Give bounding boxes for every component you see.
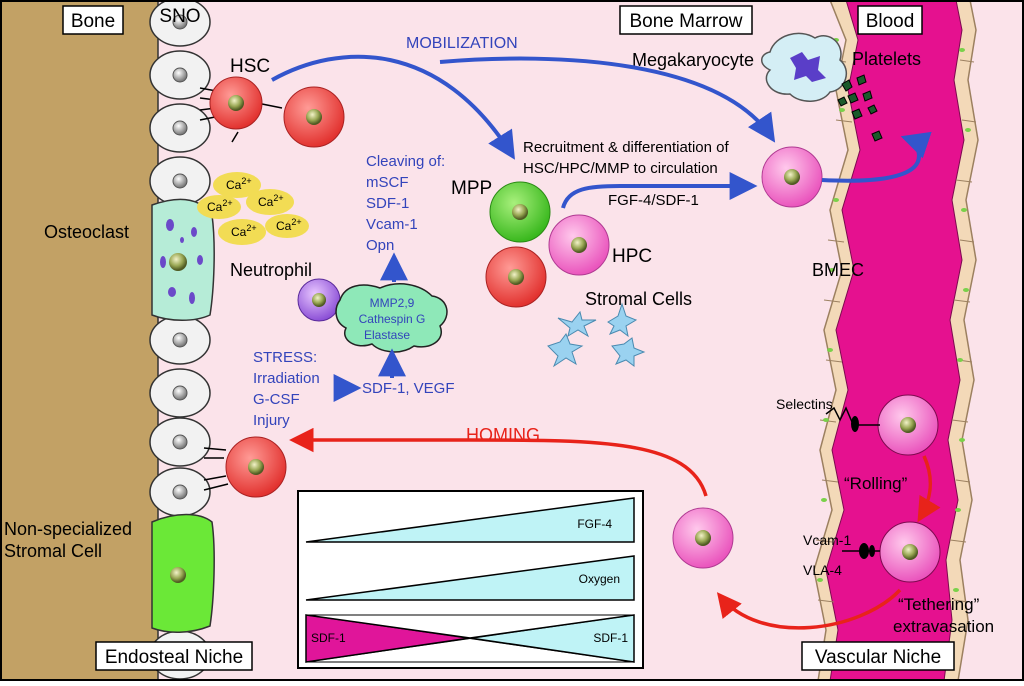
calcium-ion: Ca2+ [246,189,294,215]
megakaryocyte-label: Megakaryocyte [632,50,754,70]
svg-text:Ca2+: Ca2+ [258,193,284,209]
cleaving-title: Cleaving of: [366,153,445,170]
vascular-niche-label: Vascular Niche [815,647,941,668]
megakaryocyte [761,32,848,102]
sdf1-gradient-label-right: SDF-1 [593,631,628,645]
hpc-label: HPC [612,246,652,267]
label-box-blood: Blood [857,5,923,35]
vla4-label: VLA-4 [803,562,842,578]
recruitment-label-line1: Recruitment & differentiation of [523,139,729,156]
svg-text:Ca2+: Ca2+ [226,176,252,192]
calcium-ion: Ca2+ [213,172,261,198]
sdf1-gradient: SDF-1 SDF-1 [305,614,635,663]
osteoclast-label: Osteoclast [44,222,129,242]
tethering-label: “Tethering” [898,595,980,614]
platelets [837,74,883,142]
non-specialized-stromal-cell [151,513,215,633]
mobilization-arrow-to-mpp [271,54,515,160]
label-box-vascular-niche: Vascular Niche [801,641,955,671]
bone-label: Bone [71,11,115,32]
recruitment-arrow [561,172,758,209]
blood-label: Blood [866,11,915,32]
vcam1-label: Vcam-1 [803,532,851,548]
platelet-release-arrow [821,131,932,183]
extravasation-label: extravasation [893,617,994,636]
non-specialized-label-line2: Stromal Cell [4,541,102,561]
label-box-endosteal-niche: Endosteal Niche [95,641,253,671]
cleaving-item: Opn [366,237,394,254]
selectin-ligand [851,416,859,432]
cleaving-item: mSCF [366,174,409,191]
bmec-label: BMEC [812,260,864,280]
sdf1-gradient-label-left: SDF-1 [311,631,346,645]
homing-arrow [289,427,708,497]
oxygen-gradient-label: Oxygen [579,572,620,586]
stress-item: G-CSF [253,391,300,408]
progenitor-cell-red [485,246,547,308]
enzyme-label: Elastase [364,328,410,342]
sdf1-vegf-label: SDF-1, VEGF [362,380,455,397]
mobilization-label: MOBILIZATION [406,35,518,52]
platelets-label: Platelets [852,49,921,69]
rolling-to-tethering-arrow [917,455,941,523]
enzyme-label: MMP2,9 [370,296,415,310]
enzyme-cloud [335,283,448,353]
hsc-label: HSC [230,56,270,77]
circulating-progenitor-cell [761,146,823,208]
cleaving-item: SDF-1 [366,195,409,212]
bone-marrow-label: Bone Marrow [630,11,743,32]
tethering-cell [879,521,941,583]
calcium-ion: Ca2+ [197,195,241,219]
gradient-panel: FGF-4 Oxygen SDF-1 SDF-1 [297,490,644,669]
mpp-label: MPP [451,178,492,199]
calcium-ion: Ca2+ [265,214,309,238]
fgf4-gradient: FGF-4 [305,497,635,543]
neutrophil-label: Neutrophil [230,260,312,280]
label-box-bone: Bone [62,5,124,35]
osteoclast-cell [151,198,215,321]
non-specialized-label-line1: Non-specialized [4,519,132,539]
hsc-cell-attached [199,76,283,143]
enzyme-label: Cathespin G [359,312,426,326]
svg-text:Ca2+: Ca2+ [231,223,257,239]
stromal-cells-label: Stromal Cells [585,289,692,309]
endosteal-niche-label: Endosteal Niche [105,647,243,668]
bone-region [0,0,158,681]
calcium-ion: Ca2+ [218,219,266,245]
label-box-bone-marrow: Bone Marrow [619,5,753,35]
extravasated-cell [672,507,734,569]
rolling-label: “Rolling” [844,474,908,493]
svg-text:Ca2+: Ca2+ [276,217,302,233]
stress-title: STRESS: [253,349,317,366]
neutrophil-cell [297,278,341,322]
hsc-cell-free [283,86,345,148]
mobilization-arrow-to-megakaryocyte [439,56,776,143]
extravasation-arrow [716,588,902,630]
rolling-cell [877,394,939,456]
calcium-ions: Ca2+ Ca2+ Ca2+ Ca2+ Ca2+ [197,172,309,245]
stromal-cells-cluster [547,302,646,368]
selectin-receptor [825,406,880,426]
selectins-label: Selectins [776,396,833,412]
hpc-cell [548,214,610,276]
svg-text:Ca2+: Ca2+ [207,198,233,214]
fgf4-gradient-label: FGF-4 [577,517,612,531]
stress-item: Irradiation [253,370,320,387]
stress-item: Injury [253,412,290,429]
hsc-cell-homed [203,436,287,498]
oxygen-gradient: Oxygen [305,555,635,601]
mpp-cell [489,181,551,243]
sno-label: SNO [159,6,200,27]
cleaving-item: Vcam-1 [366,216,418,233]
vcam-vla4-binding [842,543,880,559]
recruitment-label-line2: HSC/HPC/MMP to circulation [523,160,718,177]
fgf4-sdf1-label: FGF-4/SDF-1 [608,192,699,209]
